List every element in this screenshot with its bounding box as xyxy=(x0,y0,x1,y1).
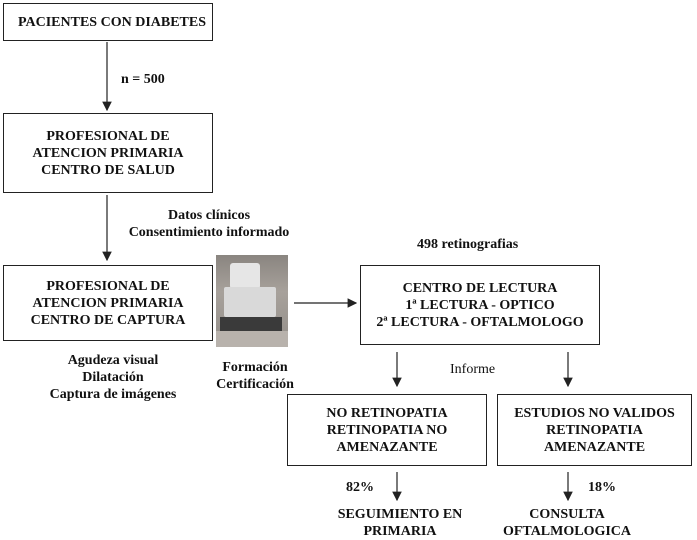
node-no-retinopatia-line: AMENAZANTE xyxy=(336,439,438,455)
label-captura-tareas-line: Captura de imágenes xyxy=(49,387,177,402)
node-profesional-salud-line: PROFESIONAL DE xyxy=(46,128,170,144)
label-pct-right: 18% xyxy=(588,480,616,495)
node-no-retinopatia: NO RETINOPATIA RETINOPATIA NO AMENAZANTE xyxy=(287,394,487,466)
node-centro-lectura-line: CENTRO DE LECTURA xyxy=(402,280,558,296)
label-n: n = 500 xyxy=(121,72,165,87)
node-profesional-captura-line: ATENCION PRIMARIA xyxy=(32,295,184,311)
node-estudios-no-validos: ESTUDIOS NO VALIDOS RETINOPATIA AMENAZAN… xyxy=(497,394,692,466)
label-informe: Informe xyxy=(450,362,496,377)
node-centro-lectura-line: 2ª LECTURA - OFTALMOLOGO xyxy=(376,314,584,330)
label-seguimiento-line: PRIMARIA xyxy=(363,524,437,539)
node-estudios-no-validos-line: AMENAZANTE xyxy=(543,439,646,455)
node-profesional-captura-line: PROFESIONAL DE xyxy=(46,278,170,294)
label-seguimiento-line: SEGUIMIENTO EN xyxy=(337,507,463,522)
label-seguimiento: SEGUIMIENTO EN PRIMARIA xyxy=(315,506,485,540)
label-consulta-line: CONSULTA xyxy=(529,507,605,522)
node-profesional-captura-line: CENTRO DE CAPTURA xyxy=(30,312,186,328)
label-formacion-line: Formación xyxy=(222,360,288,375)
node-profesional-salud: PROFESIONAL DE ATENCION PRIMARIA CENTRO … xyxy=(3,113,213,193)
label-consulta-line: OFTALMOLOGICA xyxy=(502,524,632,539)
node-profesional-captura: PROFESIONAL DE ATENCION PRIMARIA CENTRO … xyxy=(3,265,213,341)
label-captura-tareas-line: Dilatación xyxy=(82,370,144,385)
node-profesional-salud-line: CENTRO DE SALUD xyxy=(41,162,175,178)
label-datos-line: Datos clínicos xyxy=(167,208,251,223)
node-estudios-no-validos-line: ESTUDIOS NO VALIDOS xyxy=(514,405,675,421)
node-profesional-salud-line: ATENCION PRIMARIA xyxy=(32,145,184,161)
retinal-camera-photo-icon xyxy=(216,255,288,347)
label-datos-line: Consentimiento informado xyxy=(128,225,290,240)
label-retinografias: 498 retinografias xyxy=(417,237,519,252)
node-no-retinopatia-line: NO RETINOPATIA xyxy=(326,405,448,421)
label-captura-tareas: Agudeza visual Dilatación Captura de imá… xyxy=(28,352,198,403)
node-pacientes-text: PACIENTES CON DIABETES xyxy=(18,14,207,30)
label-pct-left: 82% xyxy=(346,480,374,495)
label-captura-tareas-line: Agudeza visual xyxy=(67,353,159,368)
label-datos: Datos clínicos Consentimiento informado xyxy=(114,207,304,241)
node-no-retinopatia-line: RETINOPATIA NO xyxy=(326,422,448,438)
label-consulta: CONSULTA OFTALMOLOGICA xyxy=(492,506,642,540)
node-estudios-no-validos-line: RETINOPATIA xyxy=(546,422,643,438)
label-formacion-line: Certificación xyxy=(216,377,294,392)
node-pacientes: PACIENTES CON DIABETES xyxy=(3,3,213,41)
label-formacion: Formación Certificación xyxy=(205,359,305,393)
node-centro-lectura-line: 1ª LECTURA - OPTICO xyxy=(405,297,555,313)
node-centro-lectura: CENTRO DE LECTURA 1ª LECTURA - OPTICO 2ª… xyxy=(360,265,600,345)
